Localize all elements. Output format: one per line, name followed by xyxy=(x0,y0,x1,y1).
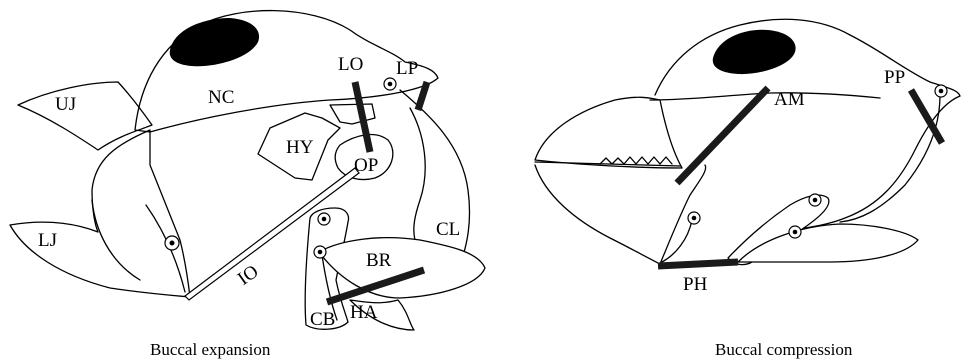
joint-pp xyxy=(934,84,948,98)
orbit-eye xyxy=(169,18,260,67)
cleithrum-inner xyxy=(409,107,426,241)
joint-branchiostegal xyxy=(788,225,802,239)
label-op: OP xyxy=(354,155,378,176)
cleithrum xyxy=(399,89,471,271)
label-am: AM xyxy=(774,89,805,110)
joint-ceratohyal-top xyxy=(317,212,331,226)
interopercle-ligament xyxy=(184,167,360,301)
neurocranium xyxy=(654,18,961,233)
label-lo: LO xyxy=(338,54,363,75)
label-lj: LJ xyxy=(38,230,57,251)
opercle xyxy=(334,133,394,181)
joint-lp xyxy=(383,77,397,91)
label-cl: CL xyxy=(436,219,460,240)
muscle-lo xyxy=(351,81,374,153)
ceratohyal-inner-line xyxy=(321,254,338,321)
orbit-eye xyxy=(712,29,796,75)
caption-compression: Buccal compression xyxy=(715,340,853,359)
suspensorium-joint-line xyxy=(145,204,186,293)
jaw-connector xyxy=(661,219,693,263)
label-uj: UJ xyxy=(55,94,76,115)
teeth xyxy=(599,156,673,165)
label-cb: CB xyxy=(310,309,335,330)
suspensorium xyxy=(9,129,191,298)
label-lp: LP xyxy=(396,58,418,79)
upper-jaw xyxy=(534,96,683,169)
label-pp: PP xyxy=(884,67,905,88)
muscle-ha xyxy=(325,266,426,306)
dorsal-line xyxy=(649,92,881,101)
muscle-ph xyxy=(657,258,739,270)
mouth-line xyxy=(534,161,681,167)
joint-lower-jaw xyxy=(687,211,701,225)
branchiostegal-lower xyxy=(349,299,415,331)
joint-hyoid-top xyxy=(808,193,822,207)
label-br: BR xyxy=(366,250,392,271)
label-io: IO xyxy=(234,261,262,290)
label-ph: PH xyxy=(683,274,708,295)
label-hy: HY xyxy=(286,137,314,158)
expansion-panel: NC UJ LJ LO LP HY OP IO BR CL CB HA Bucc… xyxy=(9,9,486,359)
muscle-am xyxy=(674,85,771,186)
upper-jaw xyxy=(17,81,153,151)
joint-lower-jaw xyxy=(164,235,180,251)
hyomandibular-dorsal xyxy=(329,103,376,125)
hyomandibular xyxy=(257,112,341,181)
muscle-pp xyxy=(907,88,946,145)
branchiostegal-fan xyxy=(318,236,486,299)
neurocranium xyxy=(134,9,439,133)
compression-panel: AM PP PH Buccal compression xyxy=(534,18,961,359)
label-nc: NC xyxy=(208,87,234,108)
joint-hyoid xyxy=(313,245,327,259)
label-ha: HA xyxy=(350,302,378,323)
lower-jaw-inner-line xyxy=(91,199,141,281)
opercle-region xyxy=(839,94,941,223)
caption-expansion: Buccal expansion xyxy=(150,340,271,359)
muscle-lp xyxy=(414,80,431,112)
